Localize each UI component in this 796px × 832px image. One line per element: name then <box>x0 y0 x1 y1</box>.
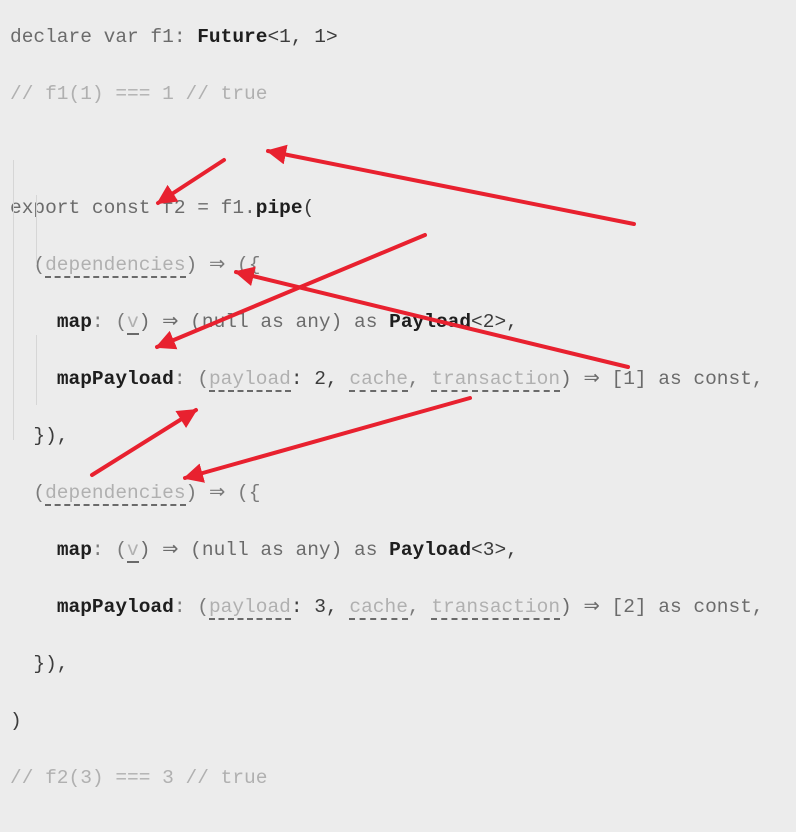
dependencies-param-1: dependencies <box>45 254 186 278</box>
payload-type-1: Payload <box>389 311 472 333</box>
payload-param-1: payload <box>208 368 291 392</box>
mappayload-body-1: ) ⇒ [1] as const, <box>560 368 764 390</box>
comment-f1: // f1(1) === 1 // true <box>10 83 268 105</box>
arrow-open-1: ) ⇒ ({ <box>185 254 261 276</box>
mappayload-colon-1: : ( <box>173 368 209 390</box>
code-line-10: map: (v) ⇒ (null as any) as Payload<3>, <box>10 533 764 568</box>
transaction-param-1: transaction <box>431 368 561 392</box>
dependencies-param-2: dependencies <box>45 482 186 506</box>
map-key-1: map <box>56 311 92 333</box>
pipe-method: pipe <box>255 197 303 219</box>
mappayload-colon-2: : ( <box>173 596 209 618</box>
map-colon-2: : ( <box>91 539 128 561</box>
open-paren-2: ( <box>33 482 46 504</box>
code-line-6: map: (v) ⇒ (null as any) as Payload<2>, <box>10 305 764 340</box>
export-const-f2: export const f2 = f1. <box>10 197 256 219</box>
payload-generic-2: <3>, <box>471 539 518 561</box>
close-pipe: ) <box>10 710 22 732</box>
future-type: Future <box>197 26 268 48</box>
payload-param-2: payload <box>208 596 291 620</box>
payload-value-1: : 2, <box>290 368 350 390</box>
code-line-11: mapPayload: (payload: 3, cache, transact… <box>10 590 764 625</box>
code-line-7: mapPayload: (payload: 2, cache, transact… <box>10 362 764 397</box>
comma-1: , <box>407 368 432 390</box>
payload-value-2: : 3, <box>290 596 350 618</box>
pipe-open-paren: ( <box>302 197 315 219</box>
map-colon-1: : ( <box>91 311 128 333</box>
mappayload-body-2: ) ⇒ [2] as const, <box>560 596 764 618</box>
comma-2: , <box>407 596 432 618</box>
future-type-args: <1, 1> <box>267 26 338 48</box>
map-body-2: ) ⇒ (null as any) as <box>138 539 390 561</box>
code-line-12: }), <box>10 647 764 682</box>
payload-type-2: Payload <box>389 539 472 561</box>
cache-param-1: cache <box>349 368 408 392</box>
open-paren: ( <box>33 254 46 276</box>
close-block-1: }), <box>33 425 81 447</box>
indent-guide-outer <box>13 160 14 440</box>
code-block: declare var f1: Future<1, 1> // f1(1) ==… <box>10 20 764 818</box>
code-line-2: // f1(1) === 1 // true <box>10 77 764 112</box>
arrow-open-2: ) ⇒ ({ <box>185 482 261 504</box>
code-line-1: declare var f1: Future<1, 1> <box>10 20 764 55</box>
mappayload-key-1: mapPayload <box>56 368 174 390</box>
map-body-1: ) ⇒ (null as any) as <box>138 311 390 333</box>
v-param-2: v <box>127 539 139 563</box>
code-line-8: }), <box>10 419 764 454</box>
code-line-5: (dependencies) ⇒ ({ <box>10 248 764 283</box>
declare-statement: declare var f1: <box>10 26 198 48</box>
close-block-2: }), <box>33 653 69 675</box>
cache-param-2: cache <box>349 596 408 620</box>
indent-guide-inner-2 <box>36 335 37 405</box>
code-line-3-blank <box>10 134 764 169</box>
indent-guide-inner-1 <box>36 195 37 265</box>
comment-f2: // f2(3) === 3 // true <box>10 767 268 789</box>
map-key-2: map <box>56 539 92 561</box>
code-line-9: (dependencies) ⇒ ({ <box>10 476 764 511</box>
code-line-13: ) <box>10 704 764 739</box>
code-line-4: export const f2 = f1.pipe( <box>10 191 764 226</box>
payload-generic-1: <2>, <box>471 311 518 333</box>
code-line-14: // f2(3) === 3 // true <box>10 761 764 796</box>
v-param-1: v <box>127 311 139 335</box>
transaction-param-2: transaction <box>431 596 561 620</box>
mappayload-key-2: mapPayload <box>56 596 174 618</box>
